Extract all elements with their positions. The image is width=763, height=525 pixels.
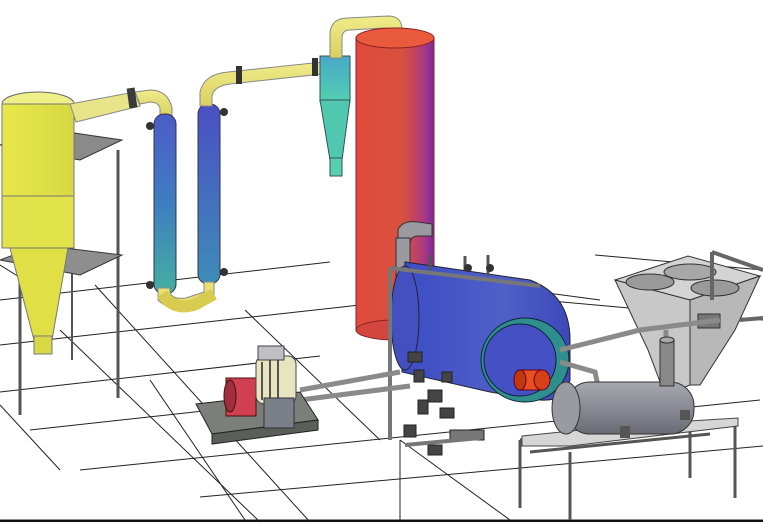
pump-skid-icon xyxy=(195,345,319,445)
valve-cluster xyxy=(399,351,485,520)
boiler-icon xyxy=(388,221,571,440)
heat-exchanger-icon xyxy=(146,103,228,313)
large-cyclone-icon xyxy=(0,91,141,415)
burner-icon xyxy=(513,369,551,391)
storage-tank-icon xyxy=(518,336,739,520)
duct-to-exchanger xyxy=(126,87,173,119)
small-cyclone-icon xyxy=(319,55,351,177)
duct-to-small-cyclone xyxy=(199,58,323,107)
